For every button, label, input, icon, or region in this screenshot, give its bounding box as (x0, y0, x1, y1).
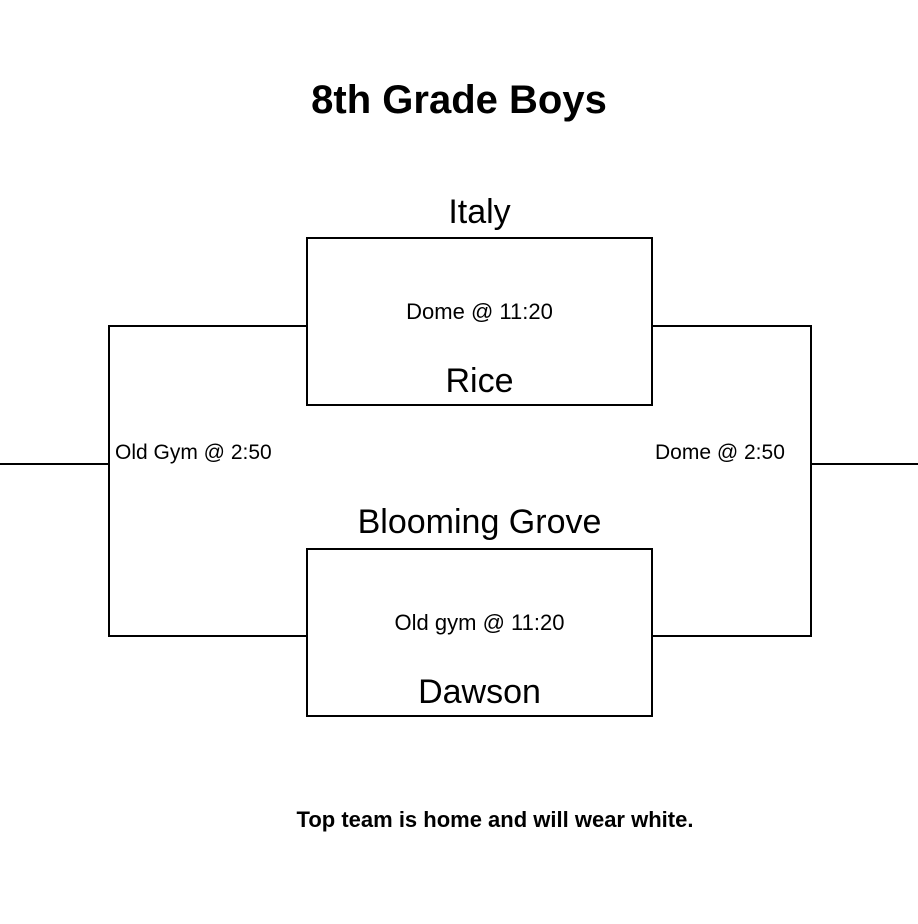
game1-location-time-label: Dome @ 11:20 (406, 299, 553, 324)
game1-bottom-team-label: Rice (445, 362, 514, 401)
connector-line-left-top (108, 325, 306, 327)
final-feed-line-right (810, 463, 918, 465)
final-right-location-time-label: Dome @ 2:50 (655, 441, 785, 464)
connector-line-right-bottom (653, 635, 812, 637)
connector-line-right-top (653, 325, 812, 327)
bracket-vertical-line-right (810, 325, 812, 637)
final-feed-line-left (0, 463, 108, 465)
connector-line-left-bottom (108, 635, 306, 637)
game2-box: Old gym @ 11:20 Dawson (306, 548, 653, 717)
page-title: 8th Grade Boys (311, 78, 607, 122)
game1-box: Dome @ 11:20 Rice (306, 237, 653, 406)
game2-top-team-label: Blooming Grove (357, 503, 602, 541)
bracket-vertical-line-left (108, 325, 110, 637)
footer-note: Top team is home and will wear white. (296, 807, 694, 832)
game2-location-time-label: Old gym @ 11:20 (394, 610, 565, 635)
game1-top-team-label: Italy (448, 193, 511, 231)
game2-bottom-team-label: Dawson (418, 673, 541, 712)
final-left-location-time-label: Old Gym @ 2:50 (115, 441, 272, 464)
